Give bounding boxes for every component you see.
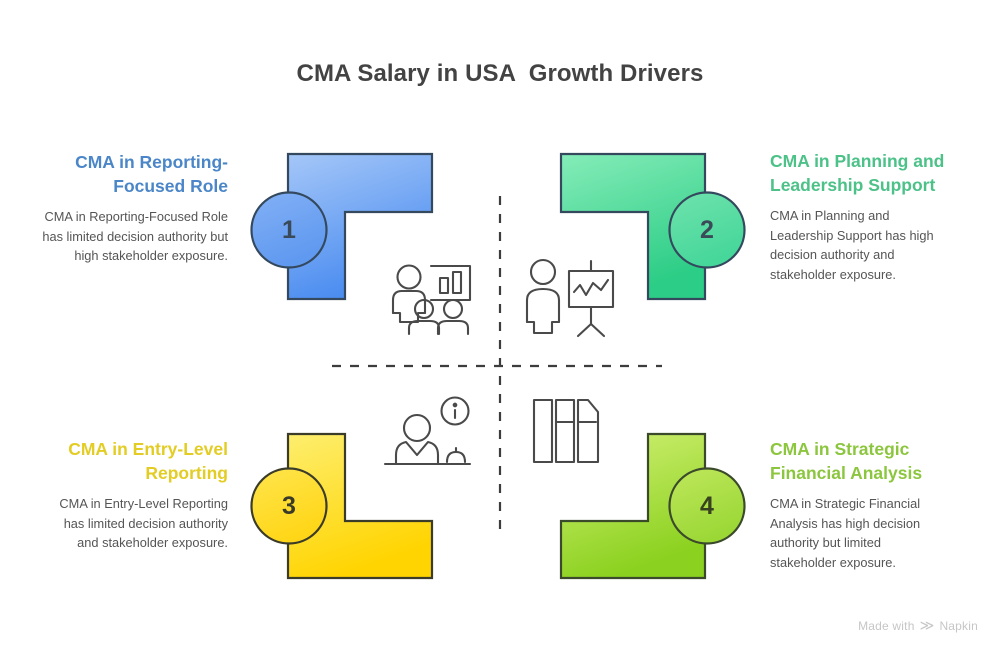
quadrant-2-graphic[interactable]: 2 — [559, 152, 746, 301]
quadrant-1-number: 1 — [282, 216, 296, 244]
quadrant-4-number: 4 — [700, 492, 714, 520]
quadrant-1-text: CMA in Reporting-Focused Role CMA in Rep… — [40, 150, 228, 266]
quadrant-2-badge[interactable] — [668, 191, 746, 269]
quadrant-1-graphic[interactable]: 1 — [250, 152, 434, 301]
napkin-watermark: Made with ≫ Napkin — [858, 617, 978, 633]
quadrant-2-title: CMA in Planning and Leadership Support — [770, 151, 945, 196]
quadrant-4-title: CMA in Strategic Financial Analysis — [770, 439, 923, 484]
quadrant-3-text: CMA in Entry-Level Reporting CMA in Entr… — [40, 437, 228, 553]
quadrant-4-graphic[interactable]: 4 — [559, 432, 746, 580]
divider-dashed-cross — [332, 196, 662, 532]
watermark-brand-label: Napkin — [939, 619, 978, 633]
quadrant-2-number: 2 — [700, 216, 714, 244]
quadrant-4-text: CMA in Strategic Financial Analysis CMA … — [770, 437, 950, 572]
quadrant-3-number: 3 — [282, 492, 296, 520]
person-with-flipchart-icon — [525, 258, 615, 338]
quadrant-1-badge[interactable] — [250, 191, 328, 269]
quadrant-1-title: CMA in Reporting-Focused Role — [75, 152, 228, 197]
quadrant-3-description: CMA in Entry-Level Reporting has limited… — [59, 496, 228, 551]
quadrant-1-shape[interactable] — [286, 152, 434, 301]
quadrant-2-description: CMA in Planning and Leadership Support h… — [770, 208, 934, 282]
page-title: CMA Salary in USA Growth Drivers — [296, 60, 704, 87]
books-archive-icon — [532, 398, 600, 464]
quadrant-4-badge[interactable] — [668, 467, 746, 545]
quadrant-1-description: CMA in Reporting-Focused Role has limite… — [42, 209, 228, 264]
quadrant-4-description: CMA in Strategic Financial Analysis has … — [770, 496, 921, 570]
watermark-made-with-label: Made with — [858, 619, 915, 633]
quadrant-2-text: CMA in Planning and Leadership Support C… — [770, 149, 950, 284]
quadrant-2-shape[interactable] — [559, 152, 707, 301]
quadrant-3-badge[interactable] — [250, 467, 328, 545]
napkin-logo-icon: ≫ — [919, 617, 935, 633]
helpdesk-person-info-icon — [383, 396, 472, 466]
quadrant-3-shape[interactable] — [286, 432, 434, 580]
quadrant-3-graphic[interactable]: 3 — [250, 432, 434, 580]
quadrant-4-shape[interactable] — [559, 432, 707, 580]
quadrant-3-title: CMA in Entry-Level Reporting — [68, 439, 228, 484]
presenter-with-bar-chart-icon — [391, 264, 472, 336]
